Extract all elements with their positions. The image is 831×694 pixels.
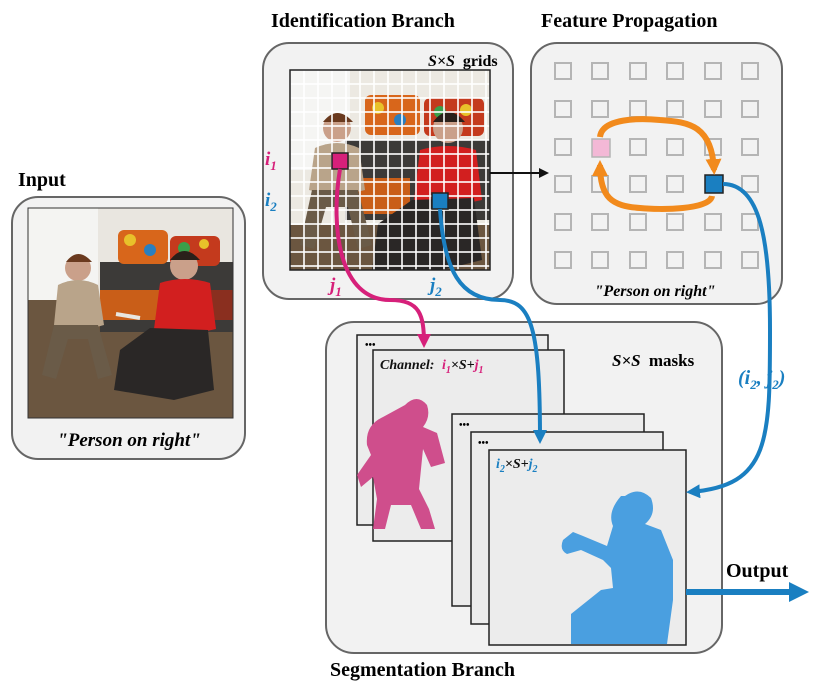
input-query-caption: "Person on right" bbox=[57, 430, 201, 451]
feature-grid bbox=[554, 62, 759, 269]
j1-label: j1 bbox=[327, 275, 342, 299]
masks-label: S×S masks bbox=[612, 351, 695, 370]
segmentation-panel: S×S masks ••• Channel: i1×S+j1 ••• ••• i… bbox=[325, 321, 723, 654]
coord-flow-arrow bbox=[686, 182, 773, 499]
input-photo bbox=[28, 208, 233, 418]
feature-propagation-heading: Feature Propagation bbox=[541, 10, 717, 32]
channel-label: Channel: i1×S+j1 bbox=[380, 358, 484, 376]
grids-label: S×S grids bbox=[428, 53, 498, 70]
grid-overlay bbox=[290, 70, 490, 270]
ellipsis-1: ••• bbox=[365, 340, 376, 351]
coord-label: (i2, j2) bbox=[738, 367, 785, 392]
propagation-arrow-forward bbox=[597, 116, 722, 175]
identification-photo bbox=[290, 70, 490, 270]
ellipsis-2: ••• bbox=[459, 420, 470, 431]
cell-i1-j1 bbox=[331, 152, 349, 170]
propagation-query-caption: "Person on right" bbox=[595, 283, 716, 300]
output-label: Output bbox=[726, 560, 789, 582]
person-silhouette-pink bbox=[357, 399, 445, 529]
propagated-cell-pink bbox=[591, 138, 611, 158]
i1-label: i1 bbox=[265, 149, 277, 173]
input-heading: Input bbox=[18, 169, 66, 191]
i2-label: i2 bbox=[265, 190, 277, 214]
j2-label: j2 bbox=[427, 275, 442, 299]
identification-panel: S×S grids bbox=[262, 42, 514, 300]
segmentation-heading: Segmentation Branch bbox=[330, 659, 515, 681]
j1-flow-arrow bbox=[334, 168, 431, 348]
person-silhouette-blue bbox=[561, 491, 673, 644]
identification-heading: Identification Branch bbox=[271, 10, 455, 32]
j2-flow-arrow bbox=[438, 208, 547, 444]
mask2-channel-label: i2×S+j2 bbox=[496, 457, 538, 475]
feature-propagation-panel: "Person on right" bbox=[530, 42, 783, 305]
ellipsis-3: ••• bbox=[478, 438, 489, 449]
propagated-cell-blue bbox=[704, 174, 724, 194]
input-panel: "Person on right" bbox=[11, 196, 246, 460]
propagation-arrow-backward bbox=[592, 160, 715, 212]
cell-i2-j2 bbox=[431, 192, 449, 210]
